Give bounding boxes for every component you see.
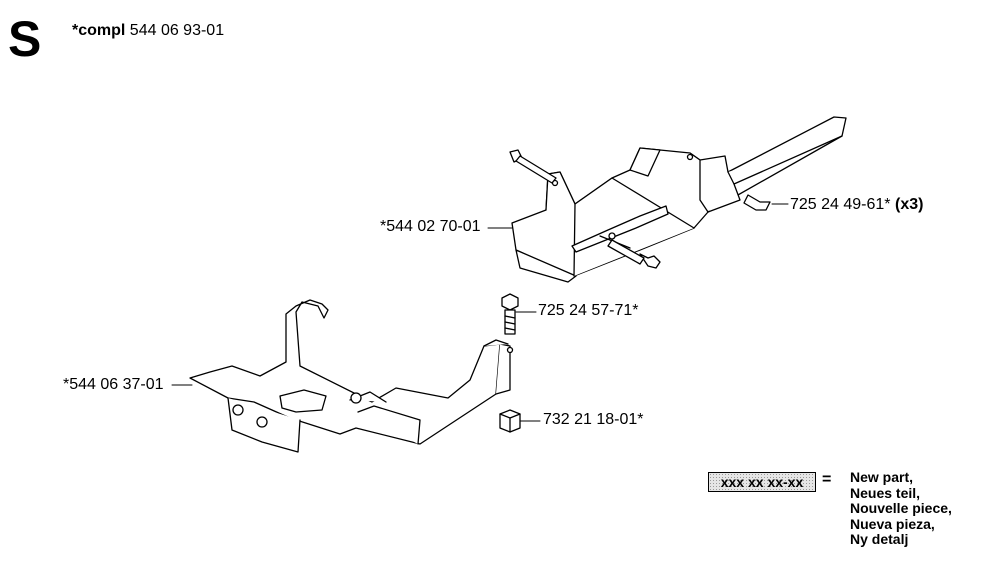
- legend-text: New part, Neues teil, Nouvelle piece, Nu…: [850, 469, 952, 548]
- callout-upper-plate: *544 02 70-01: [380, 218, 481, 235]
- section-letter: S: [8, 11, 42, 67]
- legend-line: Nueva pieza,: [850, 515, 935, 532]
- nut-732-21-18-01: [499, 409, 521, 433]
- leader-lines: [171, 203, 789, 422]
- upper-guard-plate: [511, 116, 847, 283]
- compl-number: 544 06 93-01: [129, 22, 225, 39]
- callout-nut: 732 21 18-01*: [543, 411, 644, 428]
- bolt-725-24-49-61: [509, 149, 771, 269]
- compl-part-number: *compl 544 06 93-01: [72, 22, 224, 40]
- compl-prefix: *compl: [72, 22, 126, 39]
- legend-line: Neues teil,: [850, 484, 921, 501]
- legend-line: Nouvelle piece,: [850, 500, 952, 516]
- callout-lower-plate: *544 06 37-01: [63, 376, 164, 393]
- bolt-725-24-57-71: [501, 293, 519, 335]
- legend-line: Ny detalj: [850, 531, 909, 547]
- lower-bracket-plate: [189, 299, 514, 453]
- legend-new-part-box: xxx xx xx-xx: [708, 472, 816, 492]
- legend-equals: =: [822, 471, 832, 488]
- legend-line: New part,: [850, 469, 914, 485]
- callout-bolt-x3: 725 24 49-61* (x3): [790, 196, 924, 213]
- callout-bolt: 725 24 57-71*: [538, 302, 639, 319]
